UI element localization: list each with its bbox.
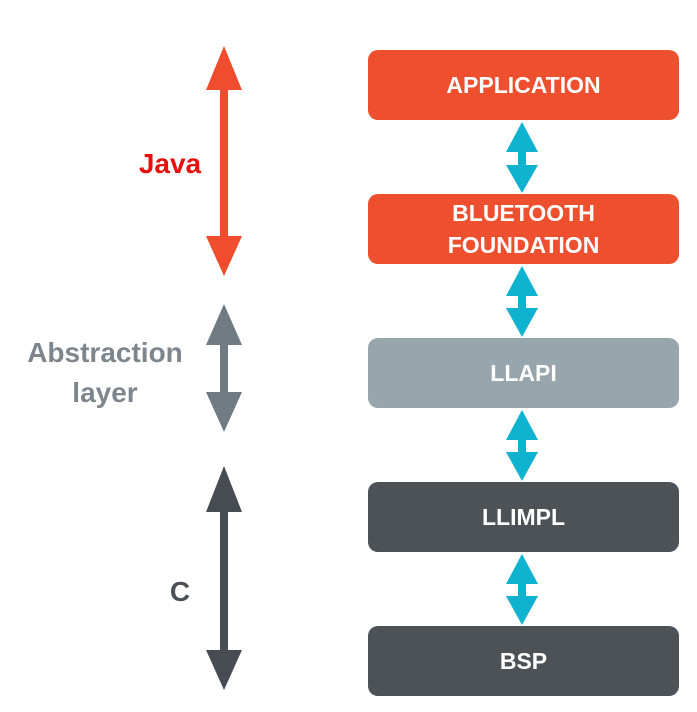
bluetooth-foundation-box: BLUETOOTH FOUNDATION <box>368 194 679 264</box>
c-layer-label: C <box>150 574 210 610</box>
bsp-box: BSP <box>368 626 679 696</box>
connector-bluetooth-llapi-icon <box>506 266 538 337</box>
application-box-label: APPLICATION <box>446 72 601 98</box>
llimpl-box-label: LLIMPL <box>481 504 566 530</box>
c-layer-label-text: C <box>169 576 191 607</box>
connector-llapi-llimpl-icon <box>506 410 538 481</box>
bsp-box-label: BSP <box>499 648 548 674</box>
connector-application-bluetooth-icon <box>506 122 538 193</box>
llimpl-box: LLIMPL <box>368 482 679 552</box>
llapi-box: LLAPI <box>368 338 679 408</box>
llapi-box-label: LLAPI <box>490 360 557 386</box>
c-layer-arrow-icon <box>206 466 242 690</box>
bluetooth-foundation-box-label-line1: BLUETOOTH <box>452 200 595 226</box>
abstraction-layer-label: Abstraction layer <box>10 333 200 413</box>
bluetooth-foundation-box-label-line2: FOUNDATION <box>447 232 600 258</box>
application-box: APPLICATION <box>368 50 679 120</box>
java-layer-arrow-icon <box>206 46 242 276</box>
java-layer-label-text: Java <box>138 148 202 179</box>
abstraction-layer-label-line2: layer <box>72 377 138 408</box>
java-layer-label: Java <box>120 146 220 182</box>
connector-llimpl-bsp-icon <box>506 554 538 625</box>
abstraction-layer-label-line1: Abstraction <box>27 337 183 368</box>
abstraction-layer-arrow-icon <box>206 304 242 432</box>
